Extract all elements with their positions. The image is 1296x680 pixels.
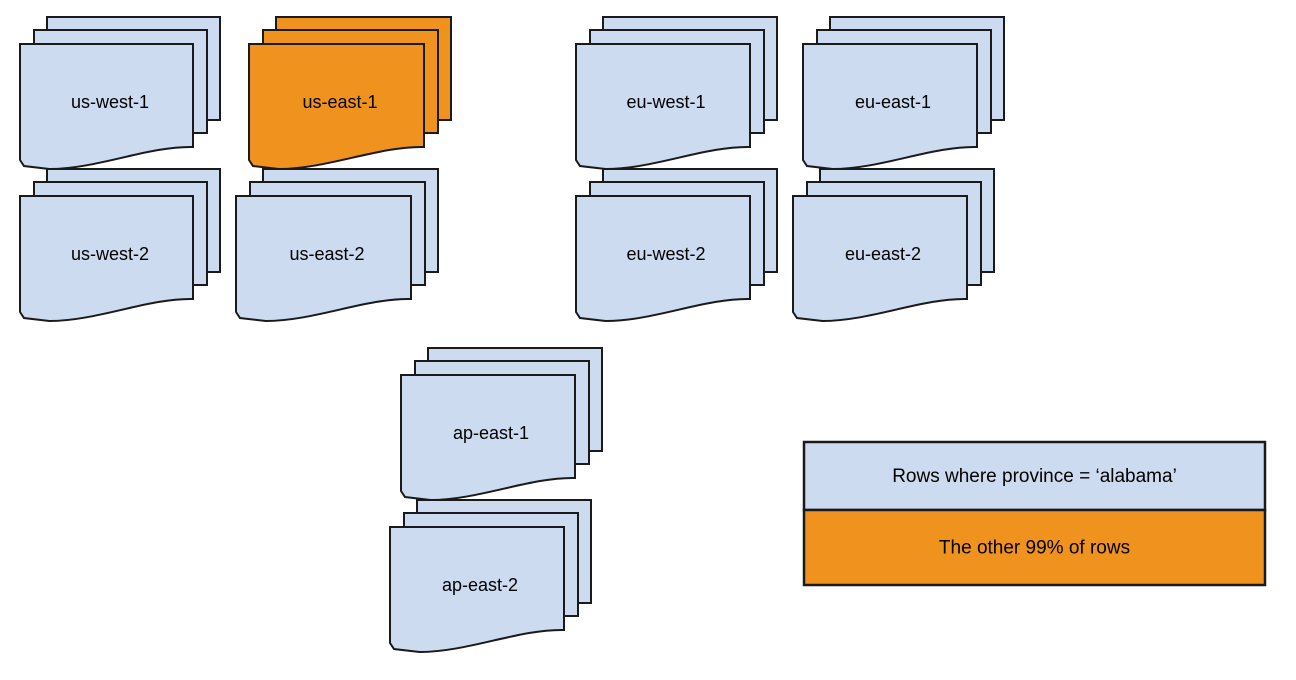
- data-stack-label-eu-east-1: eu-east-1: [855, 92, 931, 112]
- data-stack-eu-east-2[interactable]: eu-east-2: [792, 168, 995, 323]
- data-stack-label-eu-west-1: eu-west-1: [626, 92, 705, 112]
- data-stack-us-east-2[interactable]: us-east-2: [235, 168, 439, 323]
- legend-row-other: The other 99% of rows: [802, 508, 1267, 587]
- legend-row-alabama: Rows where province = ‘alabama’: [802, 440, 1267, 512]
- data-stack-us-east-1[interactable]: us-east-1: [248, 16, 452, 171]
- data-stack-eu-east-2-front-sheet: [792, 195, 968, 323]
- legend-row-alabama-swatch: [802, 440, 1267, 512]
- data-stack-eu-east-1[interactable]: eu-east-1: [802, 16, 1005, 171]
- data-stack-ap-east-2-front-sheet: [389, 526, 565, 654]
- data-stack-us-west-1[interactable]: us-west-1: [19, 16, 221, 171]
- legend-row-alabama-text: Rows where province = ‘alabama’: [892, 466, 1177, 487]
- data-stack-label-ap-east-2: ap-east-2: [442, 575, 518, 595]
- data-stack-label-us-east-1: us-east-1: [302, 92, 377, 112]
- data-stack-label-us-west-2: us-west-2: [71, 244, 149, 264]
- data-stack-us-west-2[interactable]: us-west-2: [19, 168, 221, 323]
- data-stack-label-eu-west-2: eu-west-2: [626, 244, 705, 264]
- data-stack-us-west-2-front-sheet: [19, 195, 194, 323]
- data-stack-label-us-east-2: us-east-2: [289, 244, 364, 264]
- data-stack-eu-west-2[interactable]: eu-west-2: [575, 168, 778, 323]
- data-stack-label-us-west-1: us-west-1: [71, 92, 149, 112]
- data-stack-eu-west-1[interactable]: eu-west-1: [575, 16, 778, 171]
- data-stack-label-ap-east-1: ap-east-1: [453, 423, 529, 443]
- data-stack-ap-east-2[interactable]: ap-east-2: [389, 499, 592, 654]
- legend-row-other-swatch: [802, 508, 1267, 587]
- data-stack-label-eu-east-2: eu-east-2: [845, 244, 921, 264]
- legend-layer: Rows where province = ‘alabama’ The other…: [802, 440, 1267, 587]
- data-stack-eu-west-2-front-sheet: [575, 195, 751, 323]
- stacks-layer: us-west-1 us-east-1 eu-west-1 eu-east-1 us-w…: [19, 16, 1005, 654]
- data-stack-ap-east-1[interactable]: ap-east-1: [400, 347, 603, 502]
- legend-row-other-text: The other 99% of rows: [939, 538, 1130, 559]
- data-stack-us-east-2-front-sheet: [235, 195, 412, 323]
